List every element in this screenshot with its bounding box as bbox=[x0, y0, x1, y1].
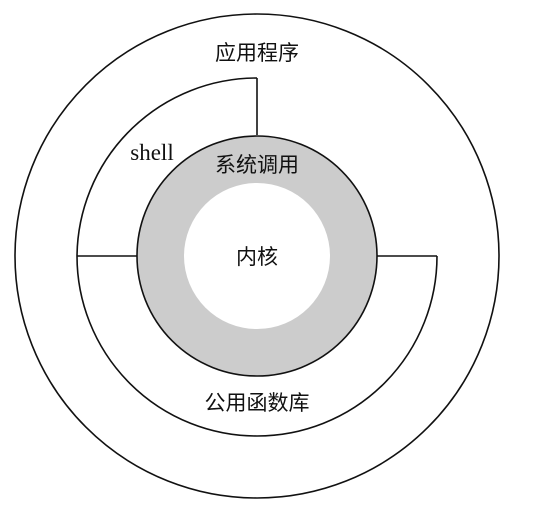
label-system-calls: 系统调用 bbox=[215, 153, 299, 177]
outer-circle-applications bbox=[14, 13, 500, 499]
label-kernel: 内核 bbox=[236, 245, 278, 269]
kernel-core bbox=[184, 183, 330, 329]
label-library-routines: 公用函数库 bbox=[205, 391, 310, 415]
middle-layer-boundary bbox=[76, 77, 438, 437]
label-applications: 应用程序 bbox=[215, 41, 299, 65]
label-shell: shell bbox=[130, 140, 173, 165]
